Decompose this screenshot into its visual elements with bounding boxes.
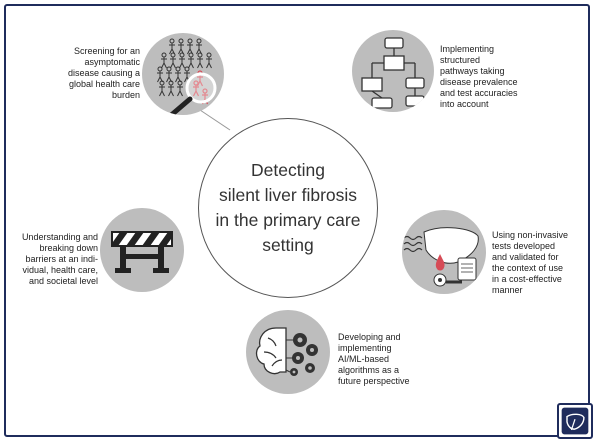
tests-bubble <box>402 210 486 294</box>
liver-tests-icon <box>403 227 479 287</box>
magnifier-crowd-icon <box>142 33 217 115</box>
center-title: Detecting silent liver fibrosis in the p… <box>215 160 361 255</box>
center-circle: Detecting silent liver fibrosis in the p… <box>198 118 378 298</box>
liver-logo-icon <box>561 407 589 435</box>
tests-label: Using non-invasive tests developed and v… <box>492 230 569 295</box>
roadblock-icon <box>111 231 173 273</box>
brain-gears-icon <box>255 327 318 376</box>
screening-label: Screening for an asymptomatic disease ca… <box>67 46 140 100</box>
flowchart-icon <box>361 37 425 109</box>
ai-label: Developing and implementing AI/ML-based … <box>338 332 410 386</box>
pathways-label: Implementing structured pathways taking … <box>440 44 518 109</box>
ai-bubble <box>246 310 330 394</box>
journal-logo <box>557 403 593 439</box>
barriers-label: Understanding and breaking down barriers… <box>21 232 98 286</box>
barriers-bubble <box>100 208 184 292</box>
screening-bubble <box>142 33 224 115</box>
pathways-bubble <box>352 30 434 112</box>
figure-frame <box>4 4 590 437</box>
